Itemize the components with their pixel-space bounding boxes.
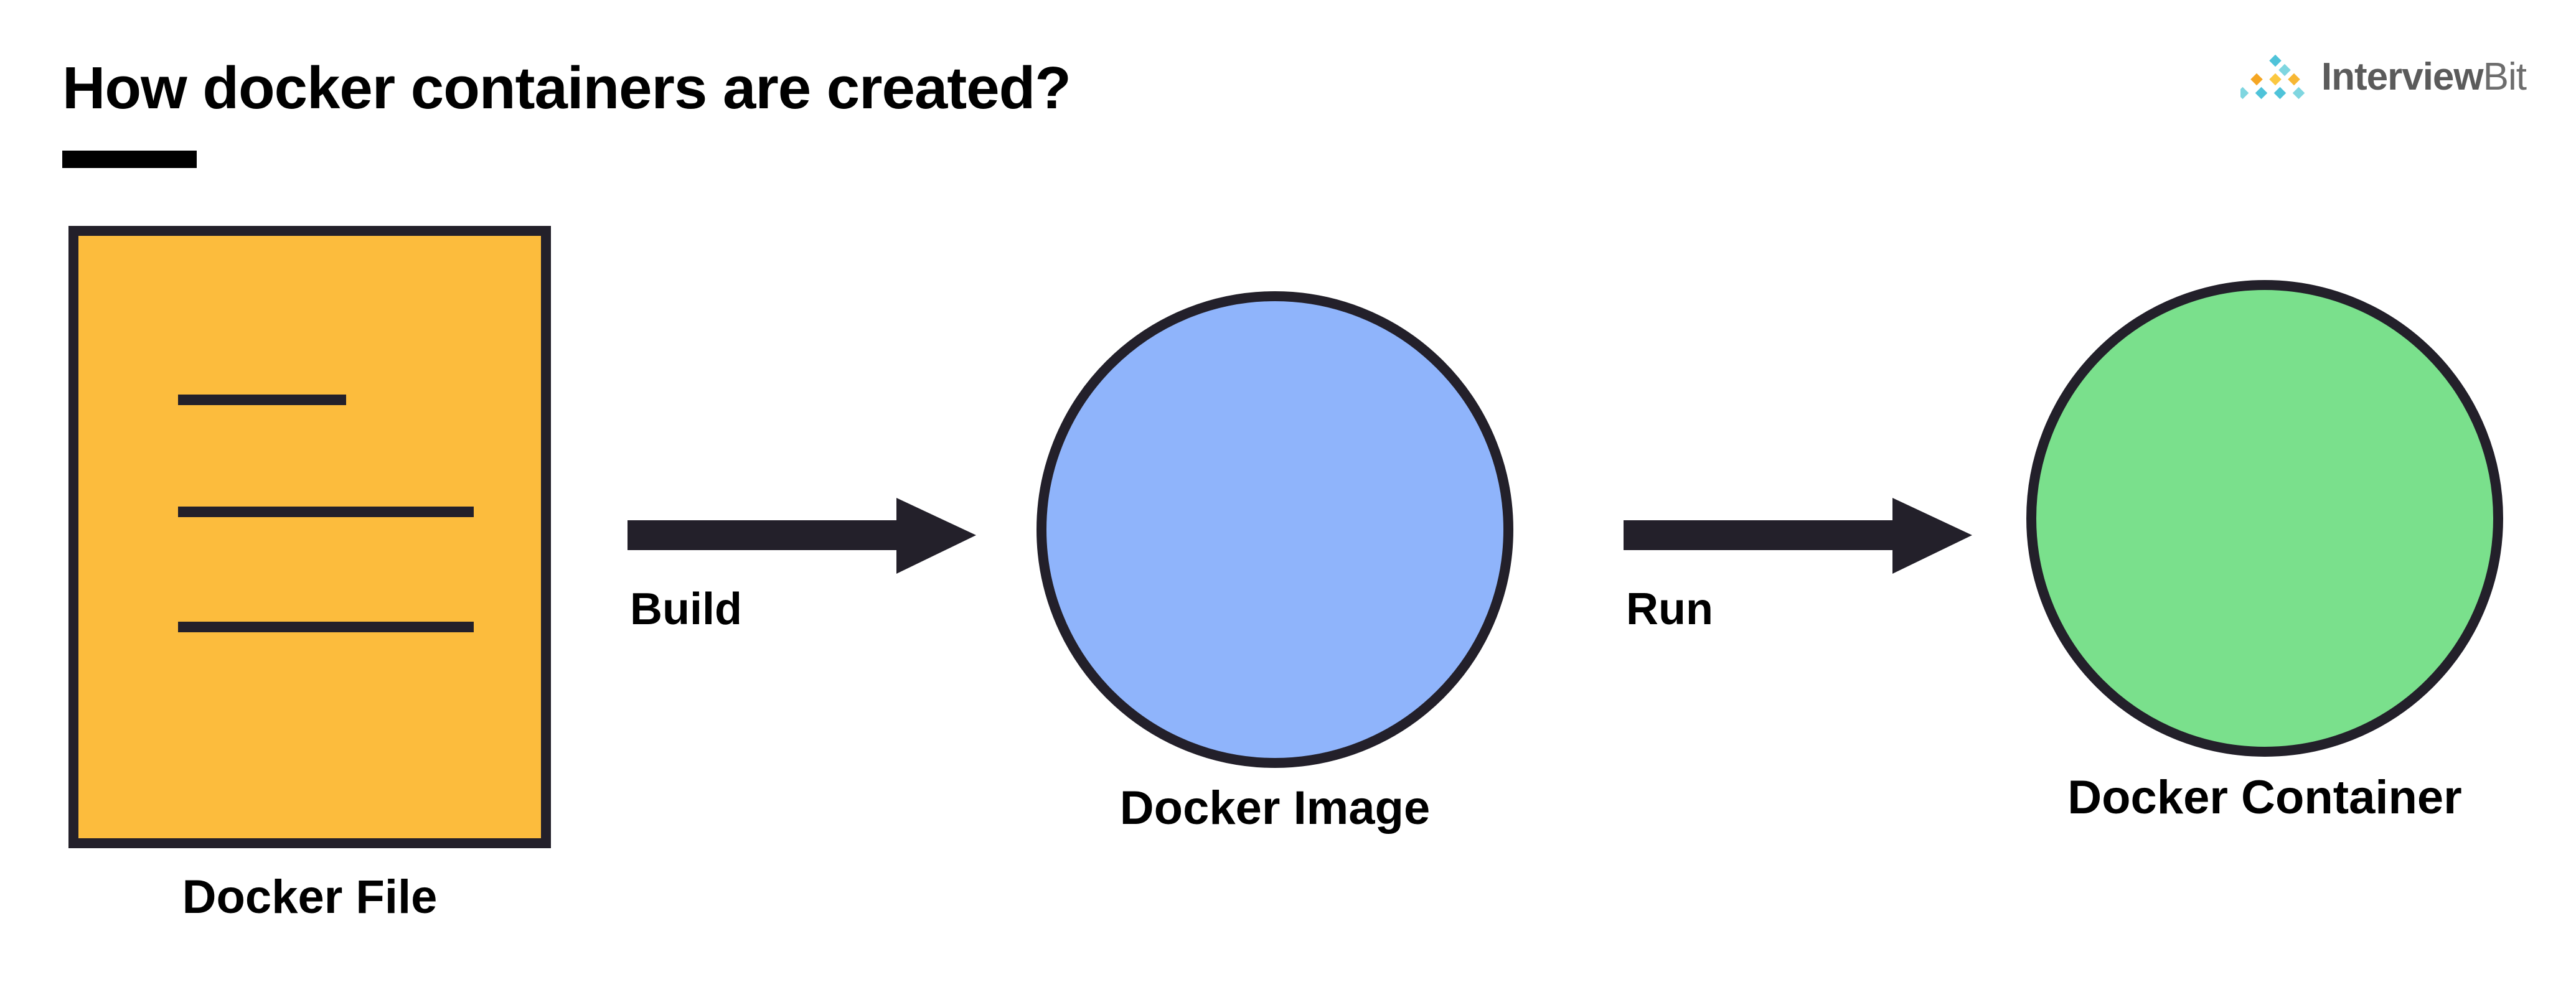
title-underline-bar bbox=[62, 151, 197, 168]
brand-name-light: Bit bbox=[2483, 55, 2527, 98]
brand-wordmark: InterviewBit bbox=[2321, 55, 2527, 98]
build-arrow-icon bbox=[628, 498, 976, 574]
run-arrow-icon bbox=[1624, 498, 1972, 574]
interviewbit-logo[interactable]: InterviewBit bbox=[2240, 53, 2527, 101]
docker-image-shape bbox=[1037, 291, 1513, 768]
page-title: How docker containers are created? bbox=[62, 55, 1071, 121]
docker-container-label: Docker Container bbox=[2067, 771, 2462, 824]
file-content-line-3 bbox=[178, 622, 474, 632]
docker-image-label: Docker Image bbox=[1119, 782, 1431, 835]
docker-file-label: Docker File bbox=[182, 871, 438, 924]
brand-name-bold: Interview bbox=[2321, 55, 2484, 98]
run-arrow-label: Run bbox=[1626, 584, 1713, 634]
docker-container-shape bbox=[2026, 280, 2503, 757]
build-arrow-label: Build bbox=[630, 584, 742, 634]
file-content-line-1 bbox=[178, 395, 346, 405]
docker-file-shape bbox=[68, 226, 551, 848]
interviewbit-diamond-logo-icon bbox=[2240, 54, 2310, 100]
file-content-line-2 bbox=[178, 507, 474, 517]
